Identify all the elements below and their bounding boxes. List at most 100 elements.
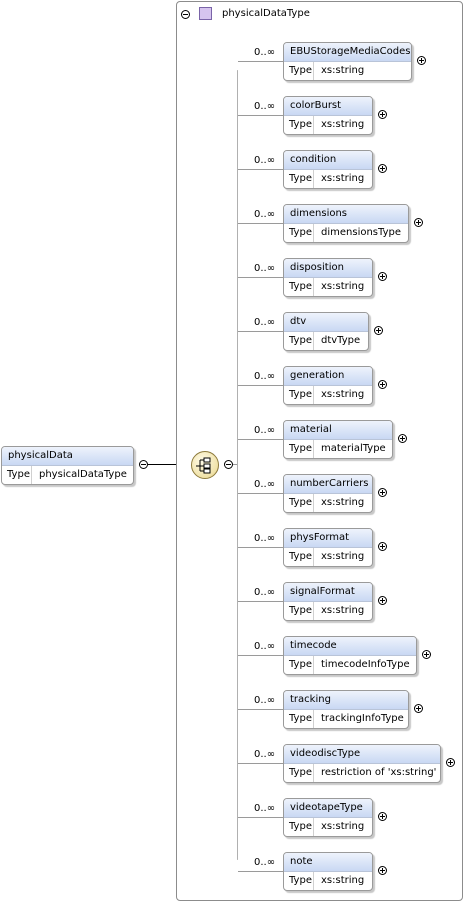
type-label: Type bbox=[284, 494, 314, 512]
element-name: signalFormat bbox=[284, 583, 372, 602]
expand-icon[interactable] bbox=[398, 434, 407, 443]
expand-icon[interactable] bbox=[378, 110, 387, 119]
occurrence-label: 0..∞ bbox=[254, 425, 276, 436]
expand-icon[interactable] bbox=[378, 866, 387, 875]
element-type-row: Type dtvType bbox=[284, 332, 368, 350]
element-connector bbox=[238, 871, 283, 872]
complex-type-name: physicalDataType bbox=[222, 8, 310, 19]
type-label: Type bbox=[284, 332, 314, 350]
type-label: Type bbox=[284, 602, 314, 620]
occurrence-label: 0..∞ bbox=[254, 749, 276, 760]
element-name: condition bbox=[284, 151, 372, 170]
expand-icon[interactable] bbox=[378, 380, 387, 389]
occurrence-label: 0..∞ bbox=[254, 695, 276, 706]
expand-icon[interactable] bbox=[378, 812, 387, 821]
element-connector bbox=[238, 61, 283, 62]
element-connector bbox=[238, 601, 283, 602]
element-type-value: xs:string bbox=[321, 875, 365, 886]
expand-icon[interactable] bbox=[422, 650, 431, 659]
element-connector bbox=[238, 709, 283, 710]
element-name: dtv bbox=[284, 313, 368, 332]
occurrence-label: 0..∞ bbox=[254, 857, 276, 868]
occurrence-label: 0..∞ bbox=[254, 803, 276, 814]
element-connector bbox=[238, 763, 283, 764]
element-name: EBUStorageMediaCodes bbox=[284, 43, 411, 62]
element-name: dimensions bbox=[284, 205, 408, 224]
occurrence-label: 0..∞ bbox=[254, 479, 276, 490]
compositor-collapse-icon[interactable] bbox=[224, 460, 233, 469]
panel-collapse-icon[interactable] bbox=[181, 10, 190, 19]
expand-icon[interactable] bbox=[414, 218, 423, 227]
element-type-value: xs:string bbox=[321, 605, 365, 616]
expand-icon[interactable] bbox=[378, 164, 387, 173]
element-name: material bbox=[284, 421, 392, 440]
element-name: numberCarriers bbox=[284, 475, 372, 494]
element-type-value: xs:string bbox=[321, 389, 365, 400]
element-connector bbox=[238, 655, 283, 656]
root-connector bbox=[148, 464, 192, 465]
expand-icon[interactable] bbox=[446, 758, 455, 767]
type-label: Type bbox=[284, 170, 314, 188]
type-label: Type bbox=[284, 62, 314, 80]
root-collapse-icon[interactable] bbox=[139, 460, 148, 469]
element-name: generation bbox=[284, 367, 372, 386]
element-connector bbox=[238, 385, 283, 386]
element-type-value: xs:string bbox=[321, 497, 365, 508]
expand-icon[interactable] bbox=[378, 488, 387, 497]
expand-icon[interactable] bbox=[414, 704, 423, 713]
type-label: Type bbox=[284, 872, 314, 890]
element-type-value: xs:string bbox=[321, 173, 365, 184]
element-connector bbox=[238, 223, 283, 224]
occurrence-label: 0..∞ bbox=[254, 641, 276, 652]
expand-icon[interactable] bbox=[374, 326, 383, 335]
element-name: colorBurst bbox=[284, 97, 372, 116]
element-type-value: dtvType bbox=[321, 335, 361, 346]
root-element-type-value: physicalDataType bbox=[39, 469, 127, 480]
sequence-compositor-icon[interactable] bbox=[191, 451, 219, 479]
element-type-row: Type xs:string bbox=[284, 494, 372, 512]
element-type-value: xs:string bbox=[321, 551, 365, 562]
sequence-spine bbox=[237, 70, 238, 860]
expand-icon[interactable] bbox=[378, 596, 387, 605]
element-type-value: trackingInfoType bbox=[321, 713, 404, 724]
element-type-value: restriction of 'xs:string' bbox=[321, 767, 437, 778]
root-element-type-row: Type physicalDataType bbox=[2, 466, 133, 484]
element-connector bbox=[238, 493, 283, 494]
expand-icon[interactable] bbox=[378, 272, 387, 281]
element-name: tracking bbox=[284, 691, 408, 710]
type-label: Type bbox=[284, 710, 314, 728]
root-element-box[interactable]: physicalData Type physicalDataType bbox=[1, 446, 134, 485]
occurrence-label: 0..∞ bbox=[254, 155, 276, 166]
element-name: videotapeType bbox=[284, 799, 372, 818]
expand-icon[interactable] bbox=[378, 542, 387, 551]
occurrence-label: 0..∞ bbox=[254, 317, 276, 328]
occurrence-label: 0..∞ bbox=[254, 209, 276, 220]
expand-icon[interactable] bbox=[417, 56, 426, 65]
element-name: timecode bbox=[284, 637, 416, 656]
type-label: Type bbox=[284, 116, 314, 134]
element-type-value: materialType bbox=[321, 443, 386, 454]
element-name: note bbox=[284, 853, 372, 872]
type-label: Type bbox=[284, 764, 314, 782]
element-connector bbox=[238, 277, 283, 278]
root-element-name: physicalData bbox=[2, 447, 133, 466]
element-type-value: xs:string bbox=[321, 65, 365, 76]
